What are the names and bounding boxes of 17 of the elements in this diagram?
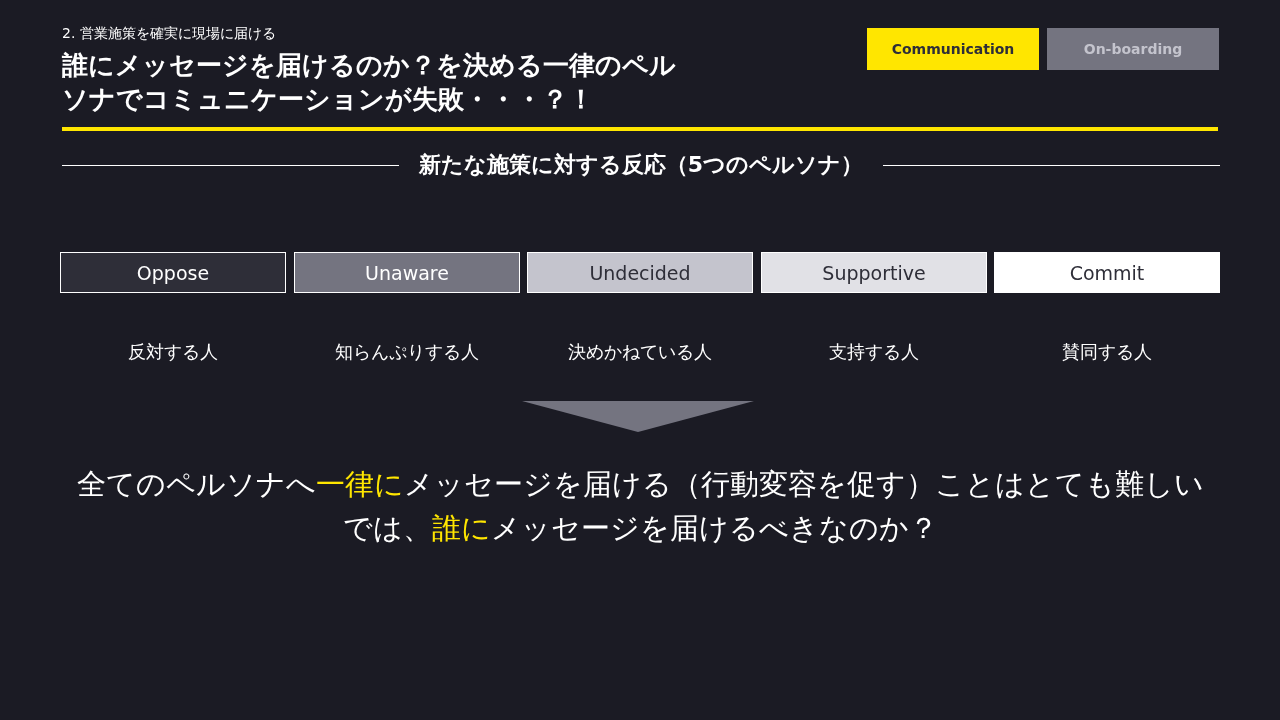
- persona-label: Commit: [1069, 261, 1145, 284]
- persona-label: Oppose: [136, 261, 210, 284]
- persona-caption: 反対する人: [127, 340, 219, 364]
- conclusion-text: 全てのペルソナへ一律にメッセージを届ける（行動変容を促す）ことはとても難しい: [75, 466, 1205, 503]
- slide-title: 誰にメッセージを届けるのか？を決める一律のペルソナでコミュニケーションが失敗・・・？！: [62, 49, 677, 116]
- tab: On-boarding: [1047, 28, 1219, 70]
- selected-tab: Communication: [867, 28, 1039, 70]
- persona-caption: 支持する人: [828, 340, 920, 364]
- persona-caption: 決めかねている人: [567, 340, 713, 364]
- persona-label: Unaware: [365, 261, 449, 284]
- persona-label: Supportive: [822, 261, 926, 284]
- slide-subtitle: 2. 営業施策を確実に現場に届ける: [62, 25, 276, 43]
- persona-label: Undecided: [589, 261, 691, 284]
- conclusion-text: では、誰にメッセージを届けるべきなのか？: [341, 510, 939, 547]
- section-heading: 新たな施策に対する反応（5つのペルソナ）: [418, 151, 864, 179]
- persona-caption: 賛同する人: [1061, 340, 1153, 364]
- persona-caption: 知らんぷりする人: [334, 340, 480, 364]
